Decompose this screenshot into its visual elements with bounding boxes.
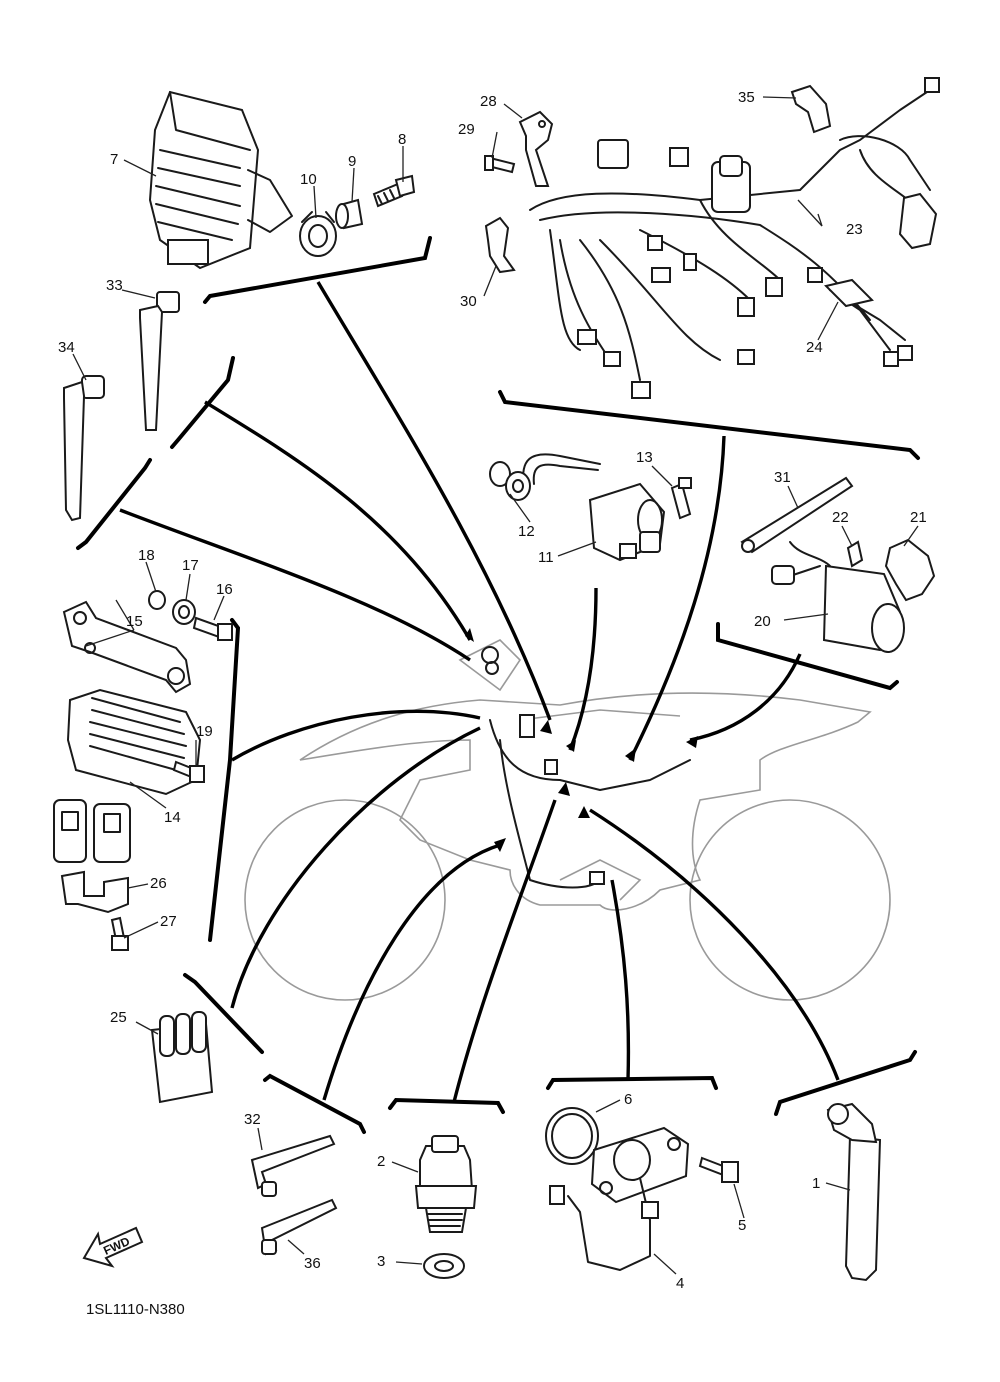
part-label-24: 24: [806, 339, 823, 356]
part-36-band: [260, 1198, 338, 1256]
part-label-1: 1: [812, 1175, 820, 1192]
part-label-32: 32: [244, 1111, 261, 1128]
part-1-plug-cap: [826, 1102, 882, 1282]
part-13-bolt: [670, 477, 692, 520]
part-label-36: 36: [304, 1255, 321, 1272]
part-label-9: 9: [348, 153, 356, 170]
part-label-16: 16: [216, 581, 233, 598]
part-2-thermo-switch: [414, 1135, 478, 1233]
part-3-washer: [423, 1253, 465, 1279]
part-16-bolt: [192, 616, 233, 641]
part-10-grommet: [299, 211, 337, 257]
part-25-connector: [150, 1011, 214, 1104]
part-21-bracket: [884, 538, 936, 602]
part-label-13: 13: [636, 449, 653, 466]
part-label-3: 3: [377, 1253, 385, 1270]
part-label-22: 22: [832, 509, 849, 526]
part-label-6: 6: [624, 1091, 632, 1108]
part-27-bolt: [110, 916, 129, 951]
part-label-7: 7: [110, 151, 118, 168]
part-34-cable-band: [63, 375, 105, 522]
part-31-cable-band: [740, 476, 854, 554]
part-label-25: 25: [110, 1009, 127, 1026]
part-23-wire-harness: [529, 77, 940, 399]
part-label-20: 20: [754, 613, 771, 630]
fwd-arrow-icon: FWD: [82, 1226, 144, 1268]
part-label-28: 28: [480, 93, 497, 110]
part-29-screw: [484, 155, 516, 174]
group-brackets: [76, 236, 920, 1134]
part-35-clamp: [790, 84, 832, 134]
part-label-34: 34: [58, 339, 75, 356]
part-label-14: 14: [164, 809, 181, 826]
part-label-15: 15: [126, 613, 143, 630]
part-32-band: [250, 1134, 336, 1197]
part-label-31: 31: [774, 469, 791, 486]
part-12-collar: [489, 461, 531, 501]
part-26-plate: [60, 870, 129, 914]
diagram-code: 1SL1110-N380: [86, 1301, 185, 1318]
part-label-26: 26: [150, 875, 167, 892]
motorcycle-outline: [244, 639, 891, 1001]
part-label-17: 17: [182, 557, 199, 574]
part-label-21: 21: [910, 509, 927, 526]
label-leaders: [72, 96, 919, 1275]
part-7-ecu: [148, 90, 293, 270]
part-11-ignition-coil: [522, 453, 666, 562]
part-label-12: 12: [518, 523, 535, 540]
part-18-nut: [148, 590, 166, 610]
part-label-18: 18: [138, 547, 155, 564]
part-label-33: 33: [106, 277, 123, 294]
part-30-clamp: [484, 216, 516, 274]
part-label-30: 30: [460, 293, 477, 310]
part-label-11: 11: [538, 549, 554, 566]
part-9-collar: [335, 198, 364, 230]
part-4-sensor: [549, 1126, 690, 1271]
callout-lines: [119, 281, 840, 1103]
part-label-4: 4: [676, 1275, 684, 1292]
part-label-8: 8: [398, 131, 406, 148]
part-label-35: 35: [738, 89, 755, 106]
part-28-bracket: [518, 110, 554, 187]
part-15-bracket: [62, 600, 192, 694]
part-22-screw: [846, 540, 864, 568]
part-19-bolt: [172, 760, 205, 783]
part-number-labels: 1 2 3 4 5 6 7 8 9 10 11 12 13 14 15 16 1…: [58, 89, 927, 1292]
part-6-o-ring: [545, 1107, 599, 1165]
part-label-23: 23: [846, 221, 863, 238]
part-label-10: 10: [300, 171, 317, 188]
part-label-29: 29: [458, 121, 475, 138]
part-label-19: 19: [196, 723, 213, 740]
part-33-cable-band: [139, 291, 180, 431]
part-20-relay: [771, 541, 905, 653]
part-24-fuse-holder: [824, 278, 913, 367]
part-label-27: 27: [160, 913, 177, 930]
part-14-rectifier: [53, 688, 202, 863]
part-17-collar: [172, 599, 196, 625]
part-5-bolt: [698, 1156, 739, 1183]
part-8-bolt: [372, 174, 416, 208]
part-label-5: 5: [738, 1217, 746, 1234]
part-label-2: 2: [377, 1153, 385, 1170]
